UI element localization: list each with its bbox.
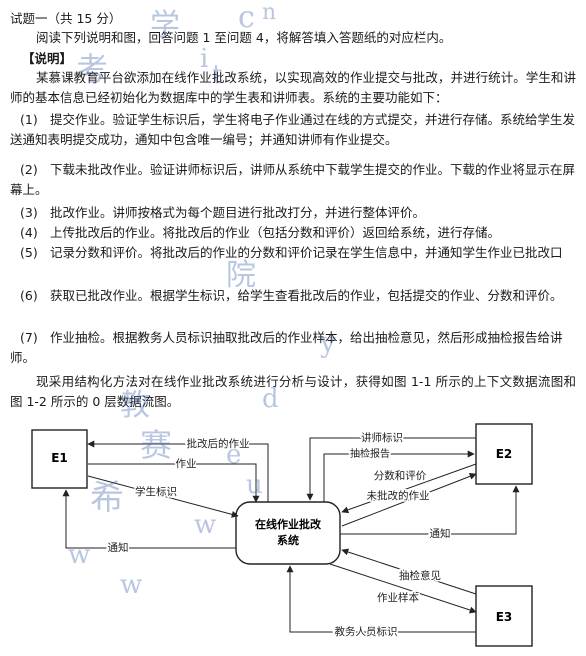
list-item-text: 下载未批改作业。验证讲师标识后，讲师从系统中下载学生提交的作业。下载的作业将显示… bbox=[10, 162, 576, 197]
entity-e2-label: E2 bbox=[496, 447, 513, 461]
flow-spot-check-report: 抽检报告 bbox=[323, 446, 475, 502]
flow-label: 抽检报告 bbox=[350, 447, 390, 460]
entity-e3-label: E3 bbox=[496, 610, 513, 624]
flow-label: 分数和评价 bbox=[374, 469, 427, 482]
list-item: (1)提交作业。验证学生标识后，学生将电子作业通过在线的方式提交，并进行存储。系… bbox=[10, 110, 576, 149]
question-title: 试题一（共 15 分） bbox=[10, 11, 122, 26]
entity-e2: E2 bbox=[475, 423, 533, 485]
flow-teacher-id: 讲师标识 bbox=[306, 430, 476, 501]
process-node: 在线作业批改 系统 bbox=[235, 501, 341, 565]
list-item: (3) 批改作业。讲师按格式为每个题目进行批改打分，并进行整体评价。 bbox=[10, 203, 576, 223]
flow-spot-check-opinion: 抽检意见 bbox=[341, 548, 477, 595]
entity-e1: E1 bbox=[31, 429, 88, 489]
list-item-number: (4) bbox=[20, 225, 38, 240]
flow-label: 教务人员标识 bbox=[335, 625, 398, 638]
flow-score-eval: 分数和评价 bbox=[341, 463, 477, 514]
watermark-glyph: n bbox=[262, 0, 277, 25]
flow-label: 讲师标识 bbox=[361, 431, 403, 444]
process-label-line2: 系统 bbox=[277, 533, 299, 547]
list-item-number: (2) bbox=[20, 162, 38, 177]
list-item-text: 记录分数和评价。将批改后的作业的分数和评价记录在学生信息中，并通知学生作业已批改… bbox=[50, 245, 563, 260]
instruction-text: 阅读下列说明和图，回答问题 1 至问题 4，将解答填入答题纸的对应栏内。 bbox=[36, 30, 452, 45]
list-item: (4) 上传批改后的作业。将批改后的作业（包括分数和评价）返回给系统，进行存储。 bbox=[10, 223, 576, 243]
flow-label: 学生标识 bbox=[135, 485, 177, 498]
flow-label: 未批改的作业 bbox=[367, 489, 430, 502]
flow-student-id: 学生标识 bbox=[87, 475, 239, 518]
list-item-text: 提交作业。验证学生标识后，学生将电子作业通过在线的方式提交，并进行存储。系统给学… bbox=[10, 112, 576, 147]
flow-label: 批改后的作业 bbox=[187, 437, 250, 450]
list-item-number: (5) bbox=[20, 245, 38, 260]
process-label-line1: 在线作业批改 bbox=[255, 517, 322, 531]
list-item-number: (3) bbox=[20, 205, 38, 220]
entity-e1-label: E1 bbox=[51, 451, 68, 465]
list-item-text: 作业抽检。根据教务人员标识抽取批改后的作业样本，给出抽检意见，然后形成抽检报告给… bbox=[10, 330, 563, 365]
flow-notice-e1: 通知 bbox=[62, 489, 236, 556]
intro-paragraph: 某慕课教育平台欲添加在线作业批改系统，以实现高效的作业提交与批改，并进行统计。学… bbox=[10, 70, 576, 105]
list-item-number: (7) bbox=[20, 330, 38, 345]
flow-homework-sample: 作业样本 bbox=[329, 563, 477, 614]
context-dfd-diagram: E1 E2 E3 在线作业批改 系统 批改后的作业 作业 学生标识 bbox=[31, 423, 533, 647]
flow-notice-e2: 通知 bbox=[340, 485, 520, 542]
list-item-text: 获取已批改作业。根据学生标识，给学生查看批改后的作业，包括提交的作业、分数和评价… bbox=[50, 288, 563, 303]
list-item: (2)下载未批改作业。验证讲师标识后，讲师从系统中下载学生提交的作业。下载的作业… bbox=[10, 160, 576, 199]
closing-paragraph: 现采用结构化方法对在线作业批改系统进行分析与设计，获得如图 1-1 所示的上下文… bbox=[10, 374, 576, 409]
entity-e3: E3 bbox=[475, 585, 533, 647]
list-item-number: (1) bbox=[20, 112, 38, 127]
list-item: (6) 获取已批改作业。根据学生标识，给学生查看批改后的作业，包括提交的作业、分数… bbox=[10, 286, 576, 306]
section-heading: 【说明】 bbox=[22, 51, 73, 66]
flow-label: 作业样本 bbox=[377, 591, 419, 604]
flow-label: 通知 bbox=[108, 541, 129, 554]
flow-admin-id: 教务人员标识 bbox=[286, 565, 476, 640]
flow-label: 通知 bbox=[430, 527, 451, 540]
flow-label: 抽检意见 bbox=[399, 569, 441, 582]
list-item: (5) 记录分数和评价。将批改后的作业的分数和评价记录在学生信息中，并通知学生作业… bbox=[10, 243, 576, 263]
flow-label: 作业 bbox=[176, 458, 197, 470]
flow-homework: 作业 bbox=[88, 457, 260, 503]
list-item: (7)作业抽检。根据教务人员标识抽取批改后的作业样本，给出抽检意见，然后形成抽检… bbox=[10, 328, 576, 367]
flow-ungraded-homework: 未批改的作业 bbox=[341, 473, 477, 527]
list-item-number: (6) bbox=[20, 288, 38, 303]
list-item-text: 上传批改后的作业。将批改后的作业（包括分数和评价）返回给系统，进行存储。 bbox=[50, 225, 501, 240]
list-item-text: 批改作业。讲师按格式为每个题目进行批改打分，并进行整体评价。 bbox=[50, 205, 426, 220]
flow-graded-homework: 批改后的作业 bbox=[87, 436, 269, 502]
